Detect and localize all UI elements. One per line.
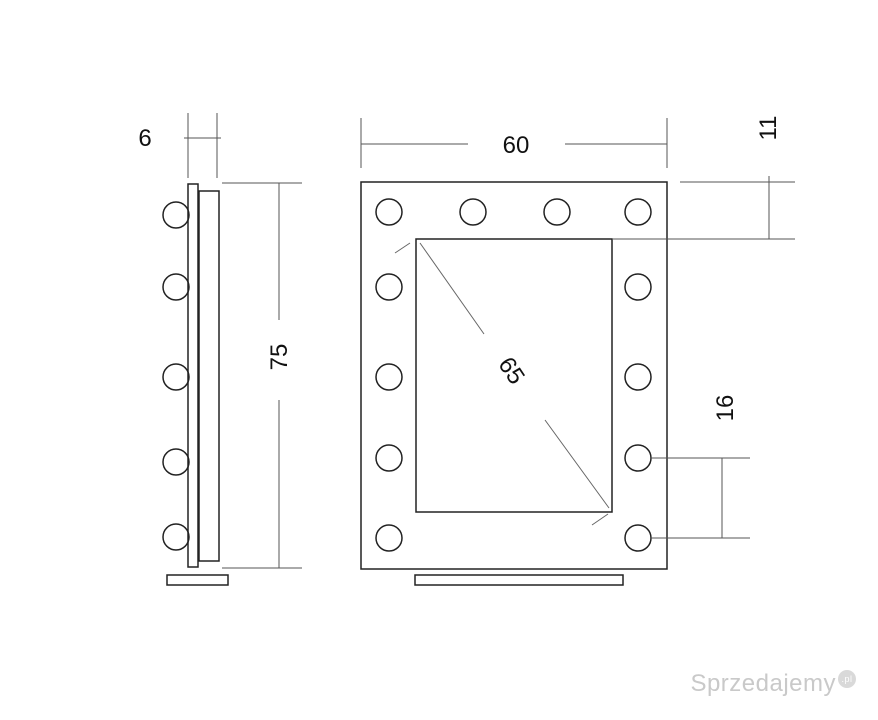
bulb-spacing-label: 16 bbox=[712, 395, 739, 422]
front-bulb bbox=[375, 198, 403, 226]
front-bulb bbox=[624, 524, 652, 552]
side-view-stand bbox=[166, 574, 229, 586]
side-bulb bbox=[162, 523, 190, 551]
top-offset-label: 11 bbox=[755, 116, 782, 141]
height-label: 75 bbox=[266, 344, 293, 371]
top-offset-dimension bbox=[612, 176, 795, 240]
diagonal-label: 65 bbox=[493, 352, 530, 389]
side-bulb bbox=[162, 448, 190, 476]
watermark: Sprzedajemy.pl bbox=[690, 670, 856, 698]
front-stand bbox=[414, 574, 624, 586]
front-bulb bbox=[375, 444, 403, 472]
diagonal-dimension bbox=[394, 242, 610, 526]
watermark-text: Sprzedajemy bbox=[690, 670, 836, 697]
side-bulb bbox=[162, 273, 190, 301]
side-bulb bbox=[162, 201, 190, 229]
front-bulb bbox=[375, 273, 403, 301]
front-bulb bbox=[543, 198, 571, 226]
side-view-body bbox=[198, 190, 220, 562]
side-view bbox=[162, 183, 229, 586]
height-dimension bbox=[222, 182, 302, 569]
front-bulb bbox=[624, 363, 652, 391]
side-bulb bbox=[162, 363, 190, 391]
front-view bbox=[360, 181, 668, 586]
depth-dimension bbox=[184, 113, 221, 178]
mirror-glass bbox=[415, 238, 613, 513]
depth-label: 6 bbox=[138, 125, 151, 152]
front-frame bbox=[360, 181, 668, 570]
front-bulb bbox=[624, 198, 652, 226]
front-bulb bbox=[624, 444, 652, 472]
front-bulb bbox=[375, 363, 403, 391]
width-dimension bbox=[360, 118, 668, 168]
front-bulb bbox=[375, 524, 403, 552]
side-view-plate bbox=[187, 183, 199, 568]
front-bulb bbox=[459, 198, 487, 226]
bulb-spacing-dimension bbox=[650, 457, 750, 539]
watermark-badge: .pl bbox=[838, 670, 856, 688]
front-bulb bbox=[624, 273, 652, 301]
width-label: 60 bbox=[503, 132, 530, 159]
